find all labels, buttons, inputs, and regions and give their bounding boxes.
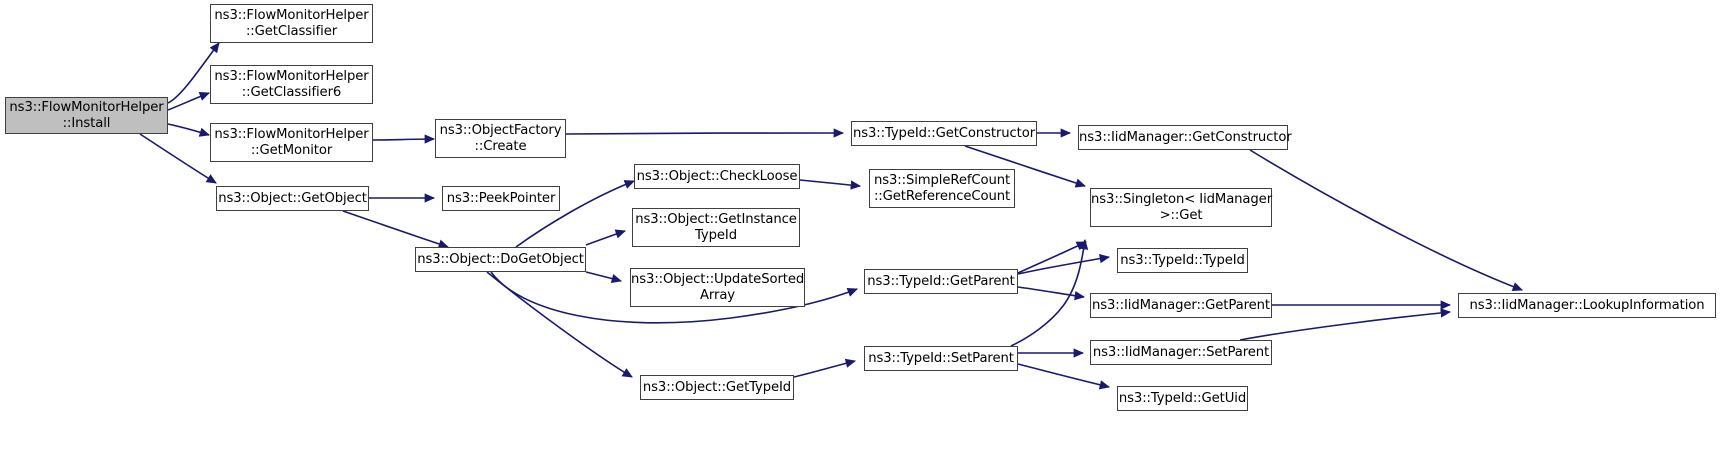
graph-edge-typeidgetparent-to-singletonget bbox=[1017, 241, 1087, 274]
graph-node-getinstancetypeid[interactable]: ns3::Object::GetInstance TypeId bbox=[632, 208, 800, 247]
graph-node-label: ns3::TypeId::TypeId bbox=[1120, 252, 1245, 268]
graph-node-install[interactable]: ns3::FlowMonitorHelper ::Install bbox=[5, 97, 168, 134]
graph-node-typeidgetparent[interactable]: ns3::TypeId::GetParent bbox=[864, 269, 1018, 294]
graph-node-label: ns3::IidManager::GetConstructor bbox=[1079, 129, 1292, 145]
graph-node-label: ns3::FlowMonitorHelper ::GetClassifier bbox=[214, 8, 369, 39]
graph-node-label: ns3::ObjectFactory ::Create bbox=[439, 123, 562, 154]
graph-node-typeidtypeid[interactable]: ns3::TypeId::TypeId bbox=[1117, 248, 1248, 273]
graph-node-label: ns3::Object::UpdateSorted Array bbox=[631, 272, 805, 303]
graph-node-label: ns3::IidManager::LookupInformation bbox=[1469, 297, 1705, 313]
graph-node-label: ns3::Object::GetInstance TypeId bbox=[635, 212, 797, 243]
graph-edge-getmonitor-to-objectfactorycreate bbox=[372, 134, 436, 144]
graph-edge-install-to-getobject bbox=[139, 133, 217, 184]
graph-node-label: ns3::PeekPointer bbox=[446, 190, 556, 206]
graph-node-getclassifier[interactable]: ns3::FlowMonitorHelper ::GetClassifier bbox=[210, 4, 373, 43]
graph-node-getclassifier6[interactable]: ns3::FlowMonitorHelper ::GetClassifier6 bbox=[210, 65, 373, 104]
graph-edge-iidgetconstructor-to-lookupinformation bbox=[1249, 149, 1523, 292]
graph-edge-install-to-getclassifier6 bbox=[167, 91, 210, 111]
graph-node-label: ns3::Singleton< IidManager >::Get bbox=[1091, 192, 1273, 223]
graph-edge-typeidgetparent-to-typeidtypeid bbox=[1017, 253, 1111, 275]
graph-node-getobject[interactable]: ns3::Object::GetObject bbox=[216, 186, 369, 211]
graph-node-singletonget[interactable]: ns3::Singleton< IidManager >::Get bbox=[1090, 188, 1272, 227]
graph-edge-typeidsetparent-to-typeidgetuid bbox=[1017, 363, 1111, 390]
graph-edge-getobject-to-dogetobject bbox=[342, 210, 449, 249]
graph-node-iidsetparent[interactable]: ns3::IidManager::SetParent bbox=[1090, 340, 1272, 365]
graph-node-simplerefcount[interactable]: ns3::SimpleRefCount ::GetReferenceCount bbox=[869, 169, 1015, 208]
graph-node-checkloose[interactable]: ns3::Object::CheckLoose bbox=[634, 164, 800, 189]
graph-node-label: ns3::Object::CheckLoose bbox=[636, 168, 798, 184]
graph-node-objectfactorycreate[interactable]: ns3::ObjectFactory ::Create bbox=[435, 119, 566, 158]
graph-node-getttypeid[interactable]: ns3::Object::GetTypeId bbox=[640, 375, 794, 400]
graph-node-typeidsetparent[interactable]: ns3::TypeId::SetParent bbox=[864, 346, 1018, 371]
graph-node-label: ns3::Object::GetObject bbox=[218, 190, 367, 206]
graph-node-label: ns3::IidManager::GetParent bbox=[1091, 297, 1270, 313]
graph-node-typeidgetuid[interactable]: ns3::TypeId::GetUid bbox=[1117, 386, 1248, 411]
graph-edge-checkloose-to-simplerefcount bbox=[799, 179, 862, 190]
graph-node-label: ns3::SimpleRefCount ::GetReferenceCount bbox=[873, 173, 1011, 204]
graph-edge-typeidsetparent-to-singletonget bbox=[1010, 238, 1089, 347]
graph-node-dogetobject[interactable]: ns3::Object::DoGetObject bbox=[415, 247, 586, 272]
graph-node-label: ns3::TypeId::GetConstructor bbox=[852, 125, 1036, 141]
graph-edge-getttypeid-to-typeidsetparent bbox=[793, 358, 857, 378]
graph-edge-objectfactorycreate-to-typeidgetconstructor bbox=[565, 128, 845, 138]
graph-node-label: ns3::TypeId::GetUid bbox=[1118, 390, 1247, 406]
graph-node-peekpointer[interactable]: ns3::PeekPointer bbox=[442, 186, 560, 211]
graph-edge-dogetobject-to-updatesortedarray bbox=[585, 271, 623, 284]
graph-node-label: ns3::FlowMonitorHelper ::GetMonitor bbox=[214, 127, 369, 158]
graph-edge-typeidgetparent-to-iidgetparent bbox=[1017, 286, 1086, 301]
graph-node-typeidgetconstructor[interactable]: ns3::TypeId::GetConstructor bbox=[851, 121, 1037, 146]
graph-node-updatesortedarray[interactable]: ns3::Object::UpdateSorted Array bbox=[630, 268, 805, 307]
graph-node-iidgetparent[interactable]: ns3::IidManager::GetParent bbox=[1090, 293, 1272, 318]
graph-node-label: ns3::Object::GetTypeId bbox=[642, 379, 792, 395]
graph-edge-dogetobject-to-getinstancetypeid bbox=[585, 229, 626, 246]
graph-node-lookupinformation[interactable]: ns3::IidManager::LookupInformation bbox=[1458, 293, 1716, 318]
graph-edge-install-to-getmonitor bbox=[167, 123, 210, 137]
graph-node-iidgetconstructor[interactable]: ns3::IidManager::GetConstructor bbox=[1078, 125, 1292, 150]
graph-node-label: ns3::TypeId::GetParent bbox=[867, 273, 1015, 289]
graph-node-getmonitor[interactable]: ns3::FlowMonitorHelper ::GetMonitor bbox=[210, 123, 373, 162]
graph-node-label: ns3::IidManager::SetParent bbox=[1092, 344, 1270, 360]
graph-node-label: ns3::FlowMonitorHelper ::GetClassifier6 bbox=[214, 69, 369, 100]
graph-node-label: ns3::FlowMonitorHelper ::Install bbox=[9, 100, 164, 131]
graph-node-label: ns3::TypeId::SetParent bbox=[868, 350, 1014, 366]
graph-node-label: ns3::Object::DoGetObject bbox=[417, 251, 584, 267]
graph-edge-dogetobject-to-getttypeid bbox=[486, 271, 633, 378]
